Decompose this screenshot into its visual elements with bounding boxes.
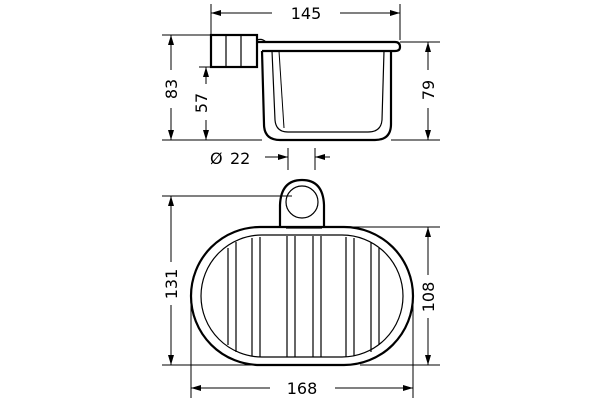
dim-diameter-prefix: Ø: [210, 149, 223, 168]
basket-outer: [260, 50, 393, 142]
basket-rim: [257, 40, 402, 53]
dim-top-height-basket: 79: [419, 80, 438, 100]
dim-bottom-height-basket: 108: [419, 282, 438, 313]
dim-top-height-total: 83: [162, 79, 181, 99]
dim-top-height-mount: 57: [192, 93, 211, 113]
oval-rim-outer: [189, 225, 415, 367]
diameter-dimension: Ø 22: [210, 148, 330, 170]
side-view: 145 83 57 79: [162, 4, 440, 142]
basket-inner: [271, 50, 385, 133]
dim-bottom-height-total: 131: [162, 269, 181, 300]
dim-top-width: 145: [291, 4, 322, 23]
oval-rim-inner: [200, 234, 404, 358]
dim-bottom-width: 168: [287, 379, 318, 398]
mount-clamp: [209, 33, 259, 69]
dim-diameter-value: 22: [230, 149, 250, 168]
top-view: 131 108 168: [162, 178, 440, 398]
holder-hole: [285, 185, 319, 219]
